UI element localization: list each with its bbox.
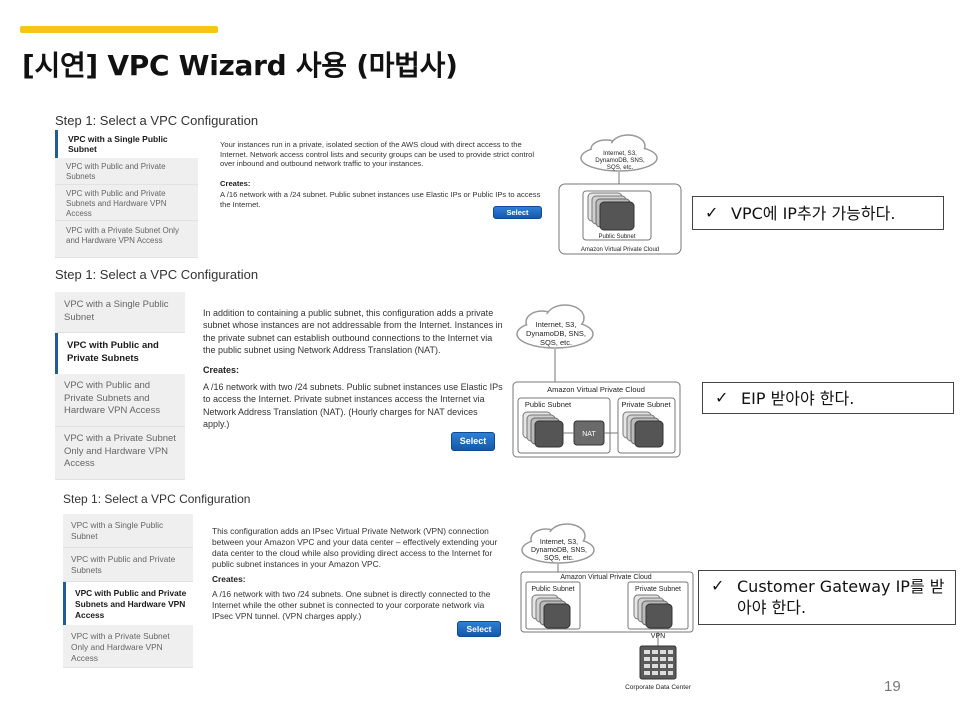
vpc-config-panel-1: Step 1: Select a VPC Configuration VPC w… <box>55 113 710 258</box>
checkmark-icon: ✓ <box>705 203 719 222</box>
server-stack-icon <box>522 411 564 448</box>
config-description: In addition to containing a public subne… <box>203 308 503 356</box>
svg-text:Amazon Virtual Private Cloud: Amazon Virtual Private Cloud <box>560 574 651 581</box>
title-accent-bar <box>20 26 218 33</box>
tab-single-public-subnet[interactable]: VPC with a Single Public Subnet <box>63 514 193 548</box>
creates-heading: Creates: <box>203 365 240 375</box>
step-title: Step 1: Select a VPC Configuration <box>63 492 251 506</box>
svg-text:NAT: NAT <box>582 431 596 438</box>
svg-text:Amazon Virtual Private Cloud: Amazon Virtual Private Cloud <box>581 247 659 253</box>
vpc-config-panel-3: Step 1: Select a VPC Configuration VPC w… <box>63 492 703 692</box>
svg-text:DynamoDB, SNS,: DynamoDB, SNS, <box>526 329 586 338</box>
svg-text:Public Subnet: Public Subnet <box>525 400 572 409</box>
note-customer-gateway-ip: ✓ Customer Gateway IP를 받아야 한다. <box>698 570 956 625</box>
tab-public-private-hardware-vpn[interactable]: VPC with Public and Private Subnets and … <box>63 582 193 625</box>
tab-single-public-subnet[interactable]: VPC with a Single Public Subnet <box>55 292 185 333</box>
tab-public-and-private-subnets[interactable]: VPC with Public and Private Subnets <box>55 333 185 374</box>
data-center-icon <box>639 645 677 680</box>
step-title: Step 1: Select a VPC Configuration <box>55 113 259 128</box>
select-button[interactable]: Select <box>457 621 501 637</box>
step-title: Step 1: Select a VPC Configuration <box>55 267 259 282</box>
config-tab-list: VPC with a Single Public Subnet VPC with… <box>55 292 185 489</box>
tab-single-public-subnet[interactable]: VPC with a Single Public Subnet <box>55 130 198 158</box>
server-stack-icon <box>622 411 664 448</box>
vpc-diagram-public-private-vpn: Internet, S3, DynamoDB, SNS, SQS, etc. A… <box>520 523 694 691</box>
svg-text:VPN: VPN <box>651 633 665 640</box>
creates-heading: Creates: <box>212 574 246 584</box>
tab-public-and-private-subnets[interactable]: VPC with Public and Private Subnets <box>55 158 198 185</box>
page-number: 19 <box>884 678 901 695</box>
creates-text: A /16 network with two /24 subnets. Publ… <box>203 382 503 430</box>
select-button[interactable]: Select <box>493 206 542 219</box>
creates-text: A /16 network with a /24 subnet. Public … <box>220 190 541 209</box>
svg-text:Public Subnet: Public Subnet <box>598 234 635 240</box>
internet-cloud-icon: Internet, S3, DynamoDB, SNS, SQS, etc. <box>521 523 595 564</box>
config-tab-list: VPC with a Single Public Subnet VPC with… <box>63 514 193 692</box>
tab-private-only-hardware-vpn[interactable]: VPC with a Private Subnet Only and Hardw… <box>55 221 198 258</box>
svg-text:SQS, etc.: SQS, etc. <box>540 338 572 347</box>
svg-text:Internet, S3,: Internet, S3, <box>540 539 578 546</box>
note-text: Customer Gateway IP를 받아야 한다. <box>737 577 945 617</box>
note-vpc-ip: ✓ VPC에 IP추가 가능하다. <box>692 196 944 230</box>
slide-title: [시연] VPC Wizard 사용 (마법사) <box>22 49 458 82</box>
note-text: EIP 받아야 한다. <box>741 389 855 408</box>
svg-text:Public Subnet: Public Subnet <box>531 586 574 593</box>
checkmark-icon: ✓ <box>715 388 729 407</box>
svg-text:SQS, etc.: SQS, etc. <box>607 164 634 171</box>
tab-private-only-hardware-vpn[interactable]: VPC with a Private Subnet Only and Hardw… <box>63 625 193 668</box>
svg-text:Private Subnet: Private Subnet <box>635 586 681 593</box>
nat-instance-icon: NAT <box>573 420 605 446</box>
svg-text:Private Subnet: Private Subnet <box>621 400 671 409</box>
config-description: Your instances run in a private, isolate… <box>220 140 535 169</box>
vpc-config-panel-2: Step 1: Select a VPC Configuration VPC w… <box>55 267 710 489</box>
note-text: VPC에 IP추가 가능하다. <box>731 204 896 223</box>
note-eip: ✓ EIP 받아야 한다. <box>702 382 954 414</box>
svg-text:Internet, S3,: Internet, S3, <box>536 320 577 329</box>
svg-text:Internet, S3,: Internet, S3, <box>603 150 637 157</box>
tab-private-only-hardware-vpn[interactable]: VPC with a Private Subnet Only and Hardw… <box>55 427 185 480</box>
server-stack-icon <box>531 594 571 629</box>
internet-cloud-icon: Internet, S3, DynamoDB, SNS, SQS, etc. <box>580 134 658 172</box>
config-description: This configuration adds an IPsec Virtual… <box>212 526 498 569</box>
svg-text:Amazon Virtual Private Cloud: Amazon Virtual Private Cloud <box>547 385 645 394</box>
internet-cloud-icon: Internet, S3, DynamoDB, SNS, SQS, etc. <box>516 304 594 349</box>
creates-heading: Creates: <box>220 179 251 188</box>
vpc-diagram-public-private: Internet, S3, DynamoDB, SNS, SQS, etc. A… <box>512 304 681 458</box>
config-tab-list: VPC with a Single Public Subnet VPC with… <box>55 130 198 258</box>
svg-text:Corporate Data Center: Corporate Data Center <box>625 684 692 691</box>
svg-text:DynamoDB, SNS,: DynamoDB, SNS, <box>531 547 587 554</box>
select-button[interactable]: Select <box>451 432 495 451</box>
server-stack-icon <box>633 594 673 629</box>
checkmark-icon: ✓ <box>711 576 725 595</box>
vpc-diagram-single-public: Internet, S3, DynamoDB, SNS, SQS, etc. P… <box>558 134 682 255</box>
creates-text: A /16 network with two /24 subnets. One … <box>212 589 491 621</box>
tab-public-and-private-subnets[interactable]: VPC with Public and Private Subnets <box>63 548 193 582</box>
server-stack-icon <box>587 192 635 231</box>
svg-text:DynamoDB, SNS,: DynamoDB, SNS, <box>595 157 645 164</box>
svg-text:SQS, etc.: SQS, etc. <box>544 555 574 562</box>
tab-public-private-hardware-vpn[interactable]: VPC with Public and Private Subnets and … <box>55 185 198 221</box>
tab-public-private-hardware-vpn[interactable]: VPC with Public and Private Subnets and … <box>55 374 185 427</box>
